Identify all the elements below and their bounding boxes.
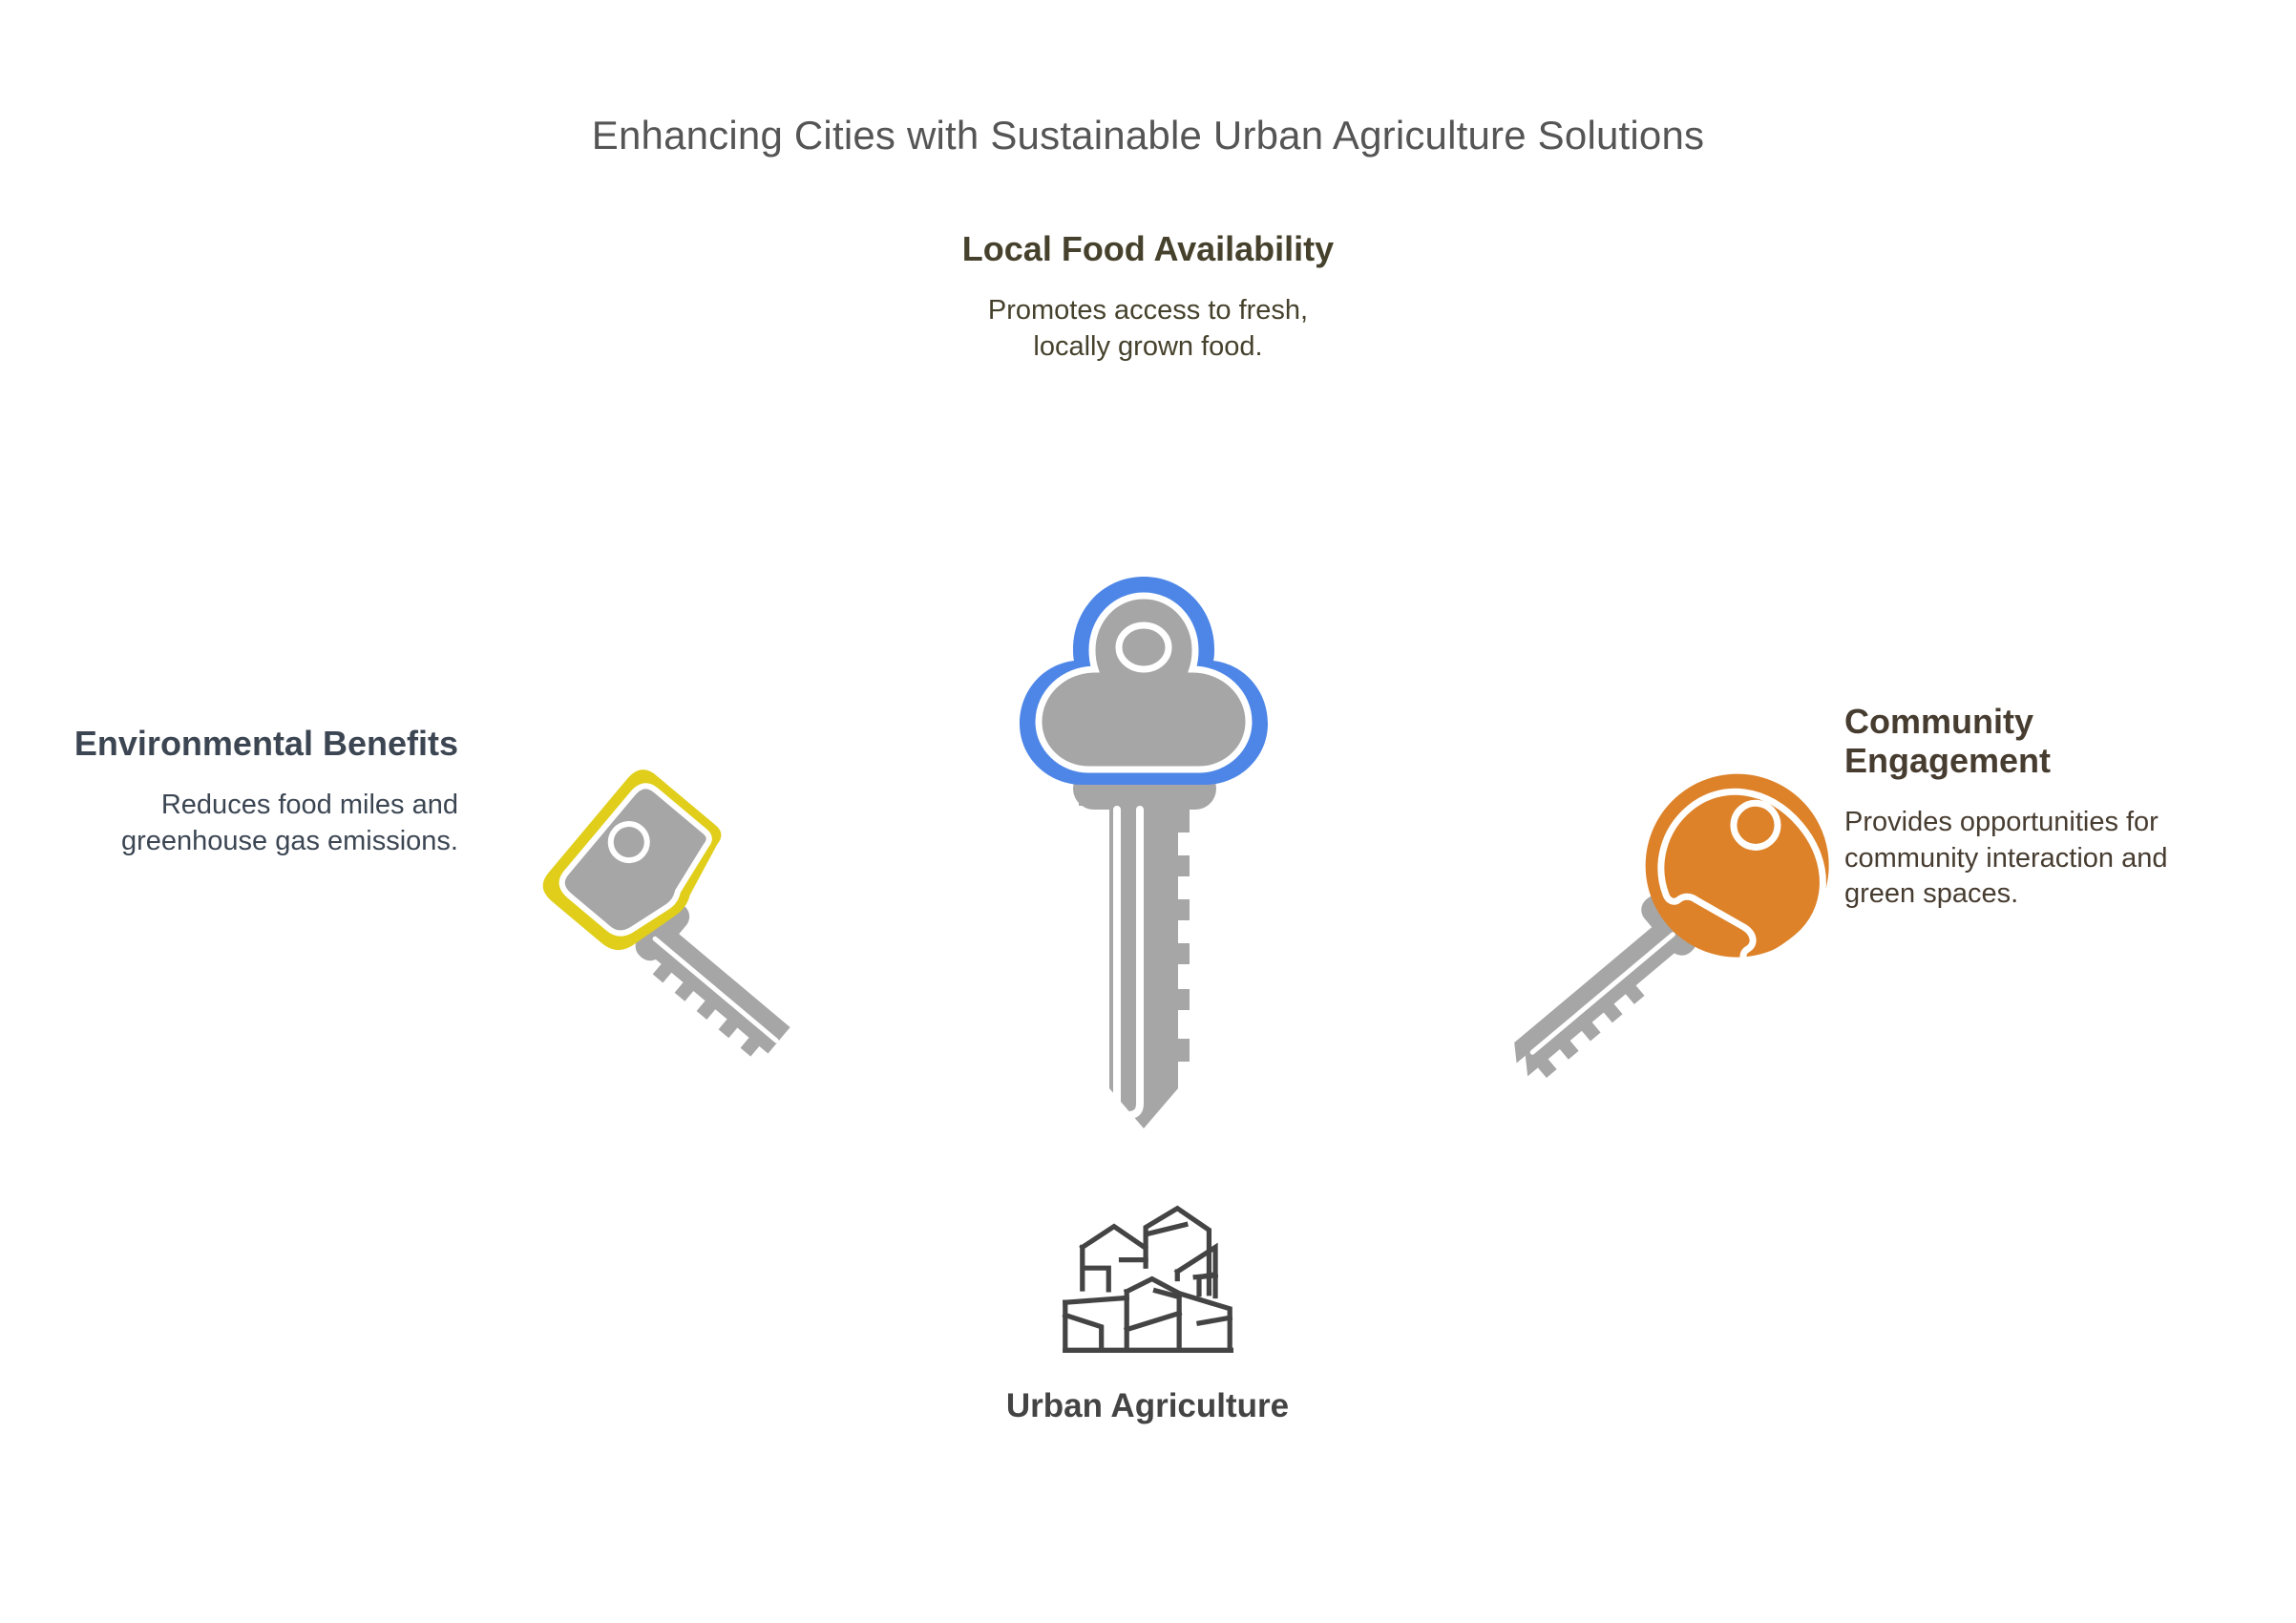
center-node-label: Urban Agriculture [1005,1387,1290,1424]
node-community-engagement: Community Engagement Provides opportunit… [1844,702,2245,913]
node-local-food-availability: Local Food Availability Promotes access … [955,229,1341,365]
node-heading: Local Food Availability [961,229,1335,268]
page-title: Enhancing Cities with Sustainable Urban … [591,113,1705,158]
key-icon-blue[interactable] [991,569,1296,1151]
key-icon-yellow[interactable] [523,769,905,1153]
node-heading: Environmental Benefits [74,724,458,763]
key-icon-orange[interactable] [1270,773,1829,1153]
node-body: Provides opportunities for community int… [1844,807,2168,910]
node-heading: Community Engagement [1844,702,2052,781]
node-environmental-benefits: Environmental Benefits Reduces food mile… [53,724,458,859]
node-body: Reduces food miles and greenhouse gas em… [120,790,458,856]
node-body: Promotes access to fresh, locally grown … [987,295,1309,362]
cityscape-buildings-icon [1062,1201,1236,1359]
center-node-urban-agriculture: Urban Agriculture [957,1201,1338,1423]
